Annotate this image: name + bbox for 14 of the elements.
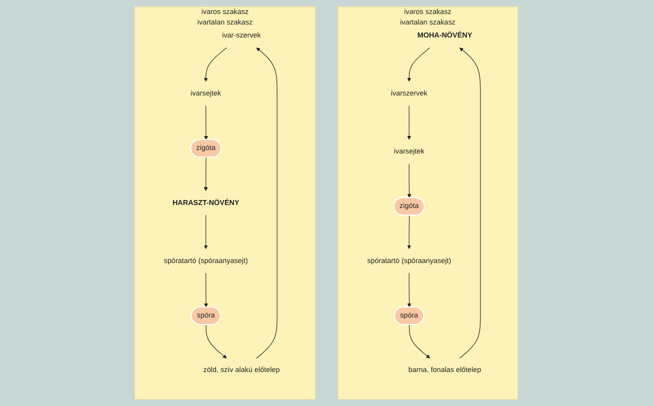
- arrow: [204, 47, 228, 82]
- arrow: [256, 48, 278, 358]
- arrow: [204, 157, 208, 192]
- arrow: [204, 214, 208, 250]
- arrow: [460, 48, 482, 358]
- arrow: [407, 47, 430, 82]
- arrow: [408, 272, 412, 308]
- arrow: [409, 324, 430, 358]
- arrow: [408, 164, 412, 198]
- arrow: [407, 215, 412, 250]
- arrow: [206, 324, 228, 358]
- arrow: [204, 106, 208, 140]
- arrow: [204, 272, 208, 308]
- arrow: [407, 106, 412, 140]
